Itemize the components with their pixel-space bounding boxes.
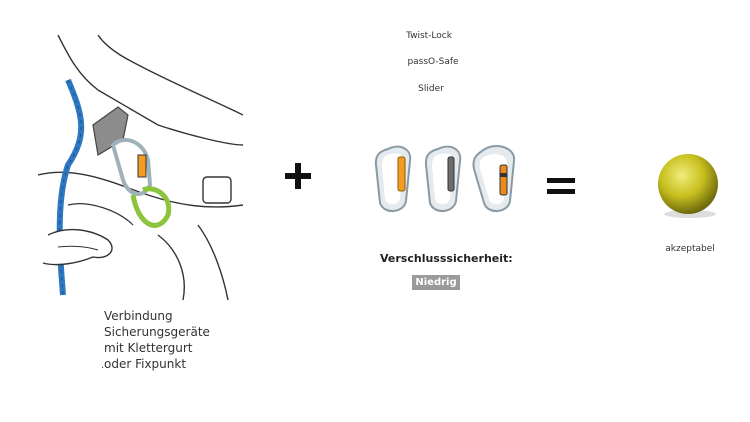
carabiner-icons <box>374 145 516 212</box>
carabiner-passo-safe-icon <box>424 145 462 212</box>
plus-icon <box>285 163 311 189</box>
security-title: Verschlusssicherheit: <box>380 252 513 265</box>
caption-line: mit Klettergurt <box>104 341 193 355</box>
belay-device-harness-illustration <box>38 35 243 300</box>
caption: Verbindung Sicherungsgeräte mit Kletterg… <box>104 308 244 372</box>
carabiner-slider-icon <box>472 145 516 212</box>
yellow-ball-icon <box>658 154 718 218</box>
equals-icon <box>547 178 575 194</box>
result-label: akzeptabel <box>665 244 715 254</box>
lock-type-slider: Slider <box>418 84 444 94</box>
caption-line: oder Fixpunkt <box>104 357 187 371</box>
caption-line: Sicherungsgeräte <box>104 325 210 339</box>
carabiner-twist-lock-icon <box>374 145 412 212</box>
caption-line: Verbindung <box>104 309 173 323</box>
security-level-badge: Niedrig <box>412 275 460 290</box>
lock-type-twist-lock: Twist-Lock <box>406 31 452 41</box>
caption-marker: . <box>101 360 105 371</box>
lock-type-passo-safe: passO-Safe <box>407 57 459 67</box>
